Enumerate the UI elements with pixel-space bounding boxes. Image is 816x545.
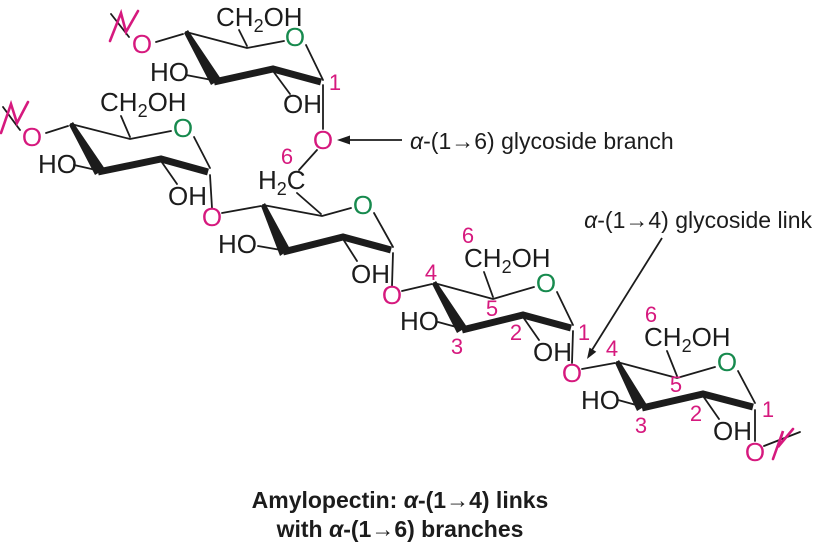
- bond: [282, 233, 392, 256]
- ring-oxygen: O: [353, 190, 373, 220]
- caption-line-1: Amylopectin: α-(1→4) links: [252, 487, 549, 513]
- glycosidic-oxygen-4-5: O: [562, 358, 582, 388]
- wedge-bond: [69, 122, 105, 175]
- branch-label: α-(1→6) glycoside branch: [410, 128, 674, 154]
- branch-annotation: α-(1→6) glycoside branch: [337, 128, 674, 154]
- truncation-squiggle-icon: [108, 8, 140, 43]
- ch2oh-label: CH2OH: [216, 2, 303, 36]
- link-label: α-(1→4) glycoside link: [584, 207, 812, 233]
- glycosidic-oxygen-2-3: O: [202, 202, 222, 232]
- terminal-oxygen-left-2: O: [22, 122, 42, 152]
- hydroxyl-label: OH: [351, 259, 390, 289]
- hydroxyl-label: HO: [400, 306, 439, 336]
- carbon-number-5: 5: [670, 372, 682, 397]
- ch2oh-label: CH2OH: [644, 322, 731, 356]
- carbon-number-3: 3: [451, 334, 463, 359]
- hydroxyl-label: OH: [533, 337, 572, 367]
- branch-arrowhead-icon: [337, 135, 350, 145]
- carbon-number-6: 6: [645, 302, 657, 327]
- ring-oxygen: O: [536, 268, 556, 298]
- ring-oxygen: O: [717, 347, 737, 377]
- carbon-number-2: 2: [690, 401, 702, 426]
- bond: [641, 390, 754, 412]
- truncation-squiggle-icon: [771, 427, 795, 461]
- glucose-ring-5: 6 CH2OH O 4 5 HO 3 2 OH 1 O: [581, 302, 801, 467]
- bond: [2, 106, 213, 209]
- bond: [401, 271, 574, 364]
- link-annotation: α-(1→4) glycoside link: [584, 207, 812, 359]
- carbon-number-1: 1: [578, 320, 590, 345]
- ch2oh-label: CH2OH: [100, 87, 187, 121]
- hydroxyl-label: HO: [38, 149, 77, 179]
- link-arrowhead-icon: [587, 347, 597, 359]
- figure-caption: Amylopectin: α-(1→4) links with α-(1→6) …: [252, 487, 549, 542]
- glycosidic-oxygen-3-4: O: [382, 280, 402, 310]
- branch-oxygen-1-6: O: [313, 125, 333, 155]
- carbon-number-1: 1: [329, 70, 341, 95]
- wedge-bond: [432, 281, 467, 333]
- carbon-number-6: 6: [462, 223, 474, 248]
- terminal-oxygen-left-1: O: [132, 29, 152, 59]
- hydroxyl-label: HO: [218, 229, 257, 259]
- ch2oh-label: CH2OH: [464, 243, 551, 277]
- wedge-bond: [615, 360, 647, 411]
- hydroxyl-label: HO: [150, 57, 189, 87]
- terminal-oxygen-right: O: [745, 437, 765, 467]
- glucose-ring-2: CH2OH O O HO OH: [0, 87, 213, 211]
- caption-line-2: with α-(1→6) branches: [276, 516, 524, 542]
- bond: [461, 311, 572, 334]
- bond: [221, 149, 394, 287]
- carbon-number-2: 2: [510, 320, 522, 345]
- glucose-ring-3: H2C 6 O HO OH: [218, 144, 394, 289]
- glucose-ring-4: 6 CH2OH O 4 5 HO 3 2 OH 1: [400, 223, 590, 367]
- bond: [581, 350, 801, 447]
- hydroxyl-label: OH: [713, 416, 752, 446]
- carbon-number-6: 6: [281, 144, 293, 169]
- bond: [110, 13, 324, 130]
- truncation-squiggle-icon: [0, 99, 30, 135]
- hydroxyl-label: OH: [283, 89, 322, 119]
- bond: [97, 155, 209, 176]
- link-arrow: [591, 237, 663, 351]
- hydroxyl-label: HO: [581, 385, 620, 415]
- wedge-bond: [184, 30, 221, 85]
- carbon-number-4: 4: [425, 260, 437, 285]
- bond: [213, 65, 322, 86]
- wedge-bond: [261, 203, 290, 256]
- carbon-number-1: 1: [762, 397, 774, 422]
- ring-oxygen: O: [285, 22, 305, 52]
- hydroxyl-label: OH: [168, 181, 207, 211]
- carbon-number-4: 4: [606, 336, 618, 361]
- carbon-number-3: 3: [635, 413, 647, 438]
- ring-oxygen: O: [173, 113, 193, 143]
- carbon-number-5: 5: [486, 296, 498, 321]
- glucose-ring-1: CH2OH O O HO OH 1: [108, 2, 341, 130]
- h2c-label: H2C: [258, 165, 306, 199]
